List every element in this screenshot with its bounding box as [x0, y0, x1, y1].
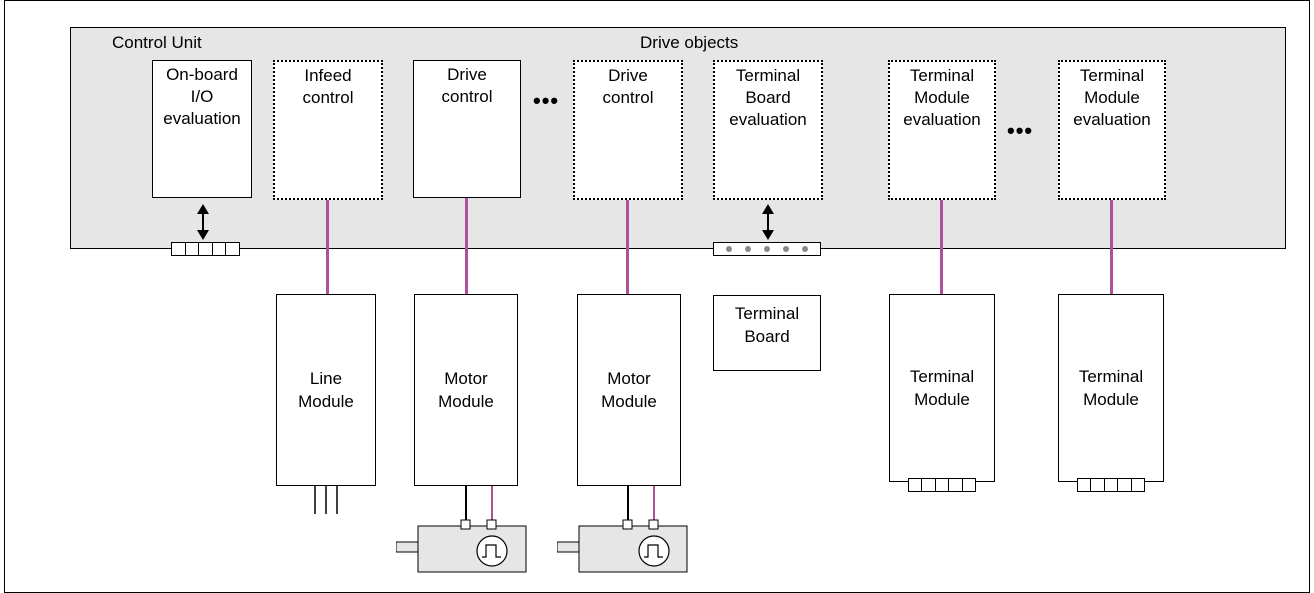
ellipsis-drive-controls: •••: [533, 88, 560, 113]
line-module-line-2: Module: [298, 392, 354, 411]
infeed-control-box: Infeed control: [273, 60, 383, 200]
terminal-module-evaluation-box-1: Terminal Module evaluation: [888, 60, 996, 200]
terminal-module-2-line-2: Module: [1083, 390, 1139, 409]
terminal-board: Terminal Board: [713, 295, 821, 371]
terminal-module-eval-2-line-1: Terminal: [1079, 66, 1145, 85]
motor-module-2: Motor Module: [577, 294, 681, 486]
line-module-line-1: Line: [309, 369, 343, 388]
infeed-control-line-1: Infeed: [304, 66, 352, 85]
motor-module-2-line-1: Motor: [607, 369, 651, 388]
onboard-io-evaluation-box: On-board I/O evaluation: [152, 60, 252, 198]
motor-module-2-line-2: Module: [601, 392, 657, 411]
drive-objects-label: Drive objects: [640, 33, 739, 52]
line-module: Line Module: [276, 294, 376, 486]
motor-icon: [396, 519, 527, 573]
motor-module-1-line-1: Motor: [444, 369, 488, 388]
terminal-board-eval-line-2: Board: [745, 88, 791, 107]
terminal-module-2-connector-icon: [1077, 478, 1145, 492]
onboard-io-line-1: On-board: [166, 65, 238, 84]
motor-icon: [557, 519, 688, 573]
terminal-module-eval-2-line-3: evaluation: [1073, 110, 1151, 129]
terminal-module-eval-1-line-2: Module: [914, 88, 970, 107]
drive-control-2-line-1: Drive: [608, 66, 648, 85]
terminal-board-connector-icon: [713, 242, 821, 256]
ellipsis-terminal-modules: •••: [1007, 118, 1034, 143]
motor-power-cable-1: [465, 486, 467, 522]
terminal-module-eval-1-line-3: evaluation: [903, 110, 981, 129]
onboard-io-connector-icon: [171, 242, 240, 256]
onboard-io-line-3: evaluation: [163, 109, 241, 128]
double-arrow-icon: [197, 204, 209, 240]
encoder-cable-2: [653, 486, 655, 522]
terminal-module-1: Terminal Module: [889, 294, 995, 482]
terminal-board-evaluation-box: Terminal Board evaluation: [713, 60, 823, 200]
drive-control-1-line-2: control: [441, 87, 493, 106]
infeed-control-line-2: control: [302, 88, 354, 107]
drive-cliq-line-drive-1: [465, 198, 468, 295]
terminal-module-1-connector-icon: [908, 478, 976, 492]
motor-module-1-line-2: Module: [438, 392, 494, 411]
terminal-board-eval-line-3: evaluation: [729, 110, 807, 129]
terminal-module-eval-2-line-2: Module: [1084, 88, 1140, 107]
terminal-module-eval-1-line-1: Terminal: [909, 66, 975, 85]
drive-cliq-line-drive-2: [626, 200, 629, 295]
double-arrow-icon: [762, 204, 774, 240]
terminal-board-line-2: Board: [744, 327, 790, 346]
drive-control-box-1: Drive control: [413, 60, 521, 198]
power-terminals-icon: [314, 486, 338, 514]
drive-control-2-line-2: control: [602, 88, 654, 107]
drive-cliq-line-infeed: [326, 200, 329, 295]
terminal-module-2-line-1: Terminal: [1078, 367, 1144, 386]
drive-cliq-line-terminal-module-2: [1110, 200, 1113, 295]
terminal-module-1-line-2: Module: [914, 390, 970, 409]
control-unit-label: Control Unit: [112, 33, 202, 52]
onboard-io-line-2: I/O: [190, 87, 214, 106]
motor-module-1: Motor Module: [414, 294, 518, 486]
terminal-module-2: Terminal Module: [1058, 294, 1164, 482]
encoder-pulse-icon: [476, 535, 508, 567]
drive-cliq-line-terminal-module-1: [940, 200, 943, 295]
terminal-board-line-1: Terminal: [734, 304, 800, 323]
motor-power-cable-2: [627, 486, 629, 522]
encoder-pulse-icon: [638, 535, 670, 567]
encoder-cable-1: [491, 486, 493, 522]
terminal-module-1-line-1: Terminal: [909, 367, 975, 386]
terminal-module-evaluation-box-2: Terminal Module evaluation: [1058, 60, 1166, 200]
drive-control-box-2: Drive control: [573, 60, 683, 200]
terminal-board-eval-line-1: Terminal: [735, 66, 801, 85]
drive-control-1-line-1: Drive: [447, 65, 487, 84]
